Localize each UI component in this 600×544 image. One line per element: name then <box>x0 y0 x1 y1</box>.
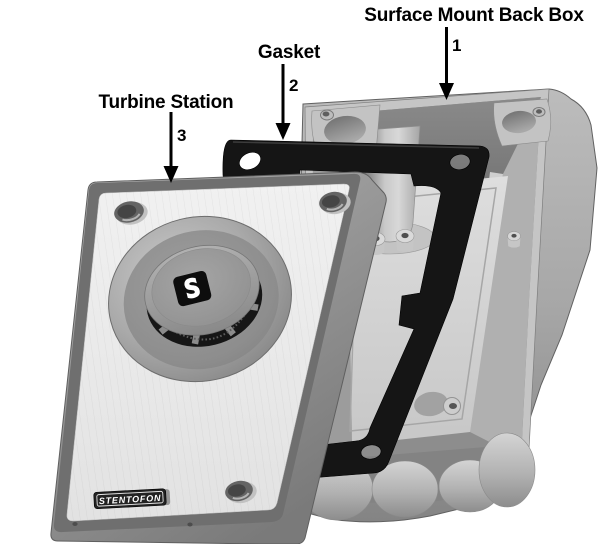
callout-arrowhead-3 <box>163 166 179 183</box>
callout-number-2: 2 <box>289 76 298 95</box>
callout-label-2: Gasket <box>258 42 321 63</box>
stentofon-logo-icon: S <box>173 270 212 307</box>
gasket-top-bevel <box>232 141 480 149</box>
turbine-station-illustration: S STENTOFON <box>50 171 387 544</box>
cable-entry-bumps <box>300 432 536 521</box>
callout-label-3: Turbine Station <box>99 92 234 113</box>
callout-label-1: Surface Mount Back Box <box>364 5 584 26</box>
callout-arrowhead-1 <box>439 83 454 100</box>
speaker-dome: S <box>108 215 292 383</box>
badge-text: STENTOFON <box>99 493 162 506</box>
mount-ear-top-right <box>493 98 552 147</box>
screw-top-right <box>319 191 351 215</box>
screw-post-side <box>507 231 521 248</box>
callout-3: Turbine Station 3 <box>99 92 234 183</box>
rim-hole-left <box>72 522 78 526</box>
screw-top-left <box>114 201 148 225</box>
screw-bottom-right <box>225 480 257 504</box>
mount-recess-bottom-right <box>414 391 461 417</box>
callouts: Surface Mount Back Box 1 Gasket 2 Turbin… <box>99 5 585 183</box>
rim-hole-right <box>187 522 193 527</box>
callout-1: Surface Mount Back Box 1 <box>364 5 585 100</box>
callout-number-1: 1 <box>452 36 461 55</box>
callout-arrowhead-2 <box>275 123 291 140</box>
back-box-right-inner-wall <box>470 97 541 458</box>
callout-number-3: 3 <box>177 126 186 145</box>
callout-2: Gasket 2 <box>258 42 321 140</box>
stentofon-badge: STENTOFON <box>93 488 171 510</box>
screw-post-right <box>395 229 415 252</box>
